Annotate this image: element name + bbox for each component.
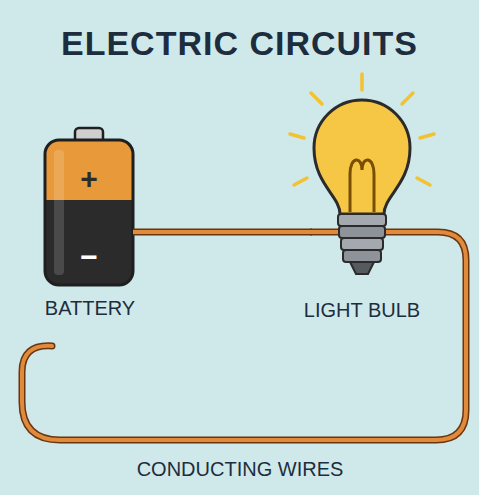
battery-body	[45, 140, 133, 285]
bulb-base	[341, 238, 383, 250]
bulb-lead	[310, 230, 340, 234]
conducting-wire	[133, 230, 312, 234]
bulb-tip	[350, 262, 374, 274]
wire-outline	[310, 229, 340, 236]
terminal-sign: +	[80, 162, 98, 195]
terminal-sign: −	[80, 240, 98, 273]
wire-label: CONDUCTING WIRES	[137, 458, 344, 480]
battery-shine	[54, 150, 64, 275]
light-bulb: LIGHT BULB	[312, 100, 412, 278]
part-label: LIGHT BULB	[304, 299, 420, 321]
diagram-title: ELECTRIC CIRCUITS	[0, 24, 479, 63]
bulb-glass	[314, 100, 410, 214]
bulb-filament	[350, 160, 374, 212]
wire-outline	[133, 229, 312, 236]
bulb-base	[343, 250, 381, 262]
part-label: BATTERY	[45, 297, 135, 319]
battery: +−BATTERY	[45, 128, 133, 285]
bulb-base	[338, 214, 386, 226]
bulb-base	[339, 226, 385, 238]
wire-outline	[22, 232, 466, 440]
battery-outline	[45, 140, 133, 285]
return-wire	[22, 232, 466, 440]
